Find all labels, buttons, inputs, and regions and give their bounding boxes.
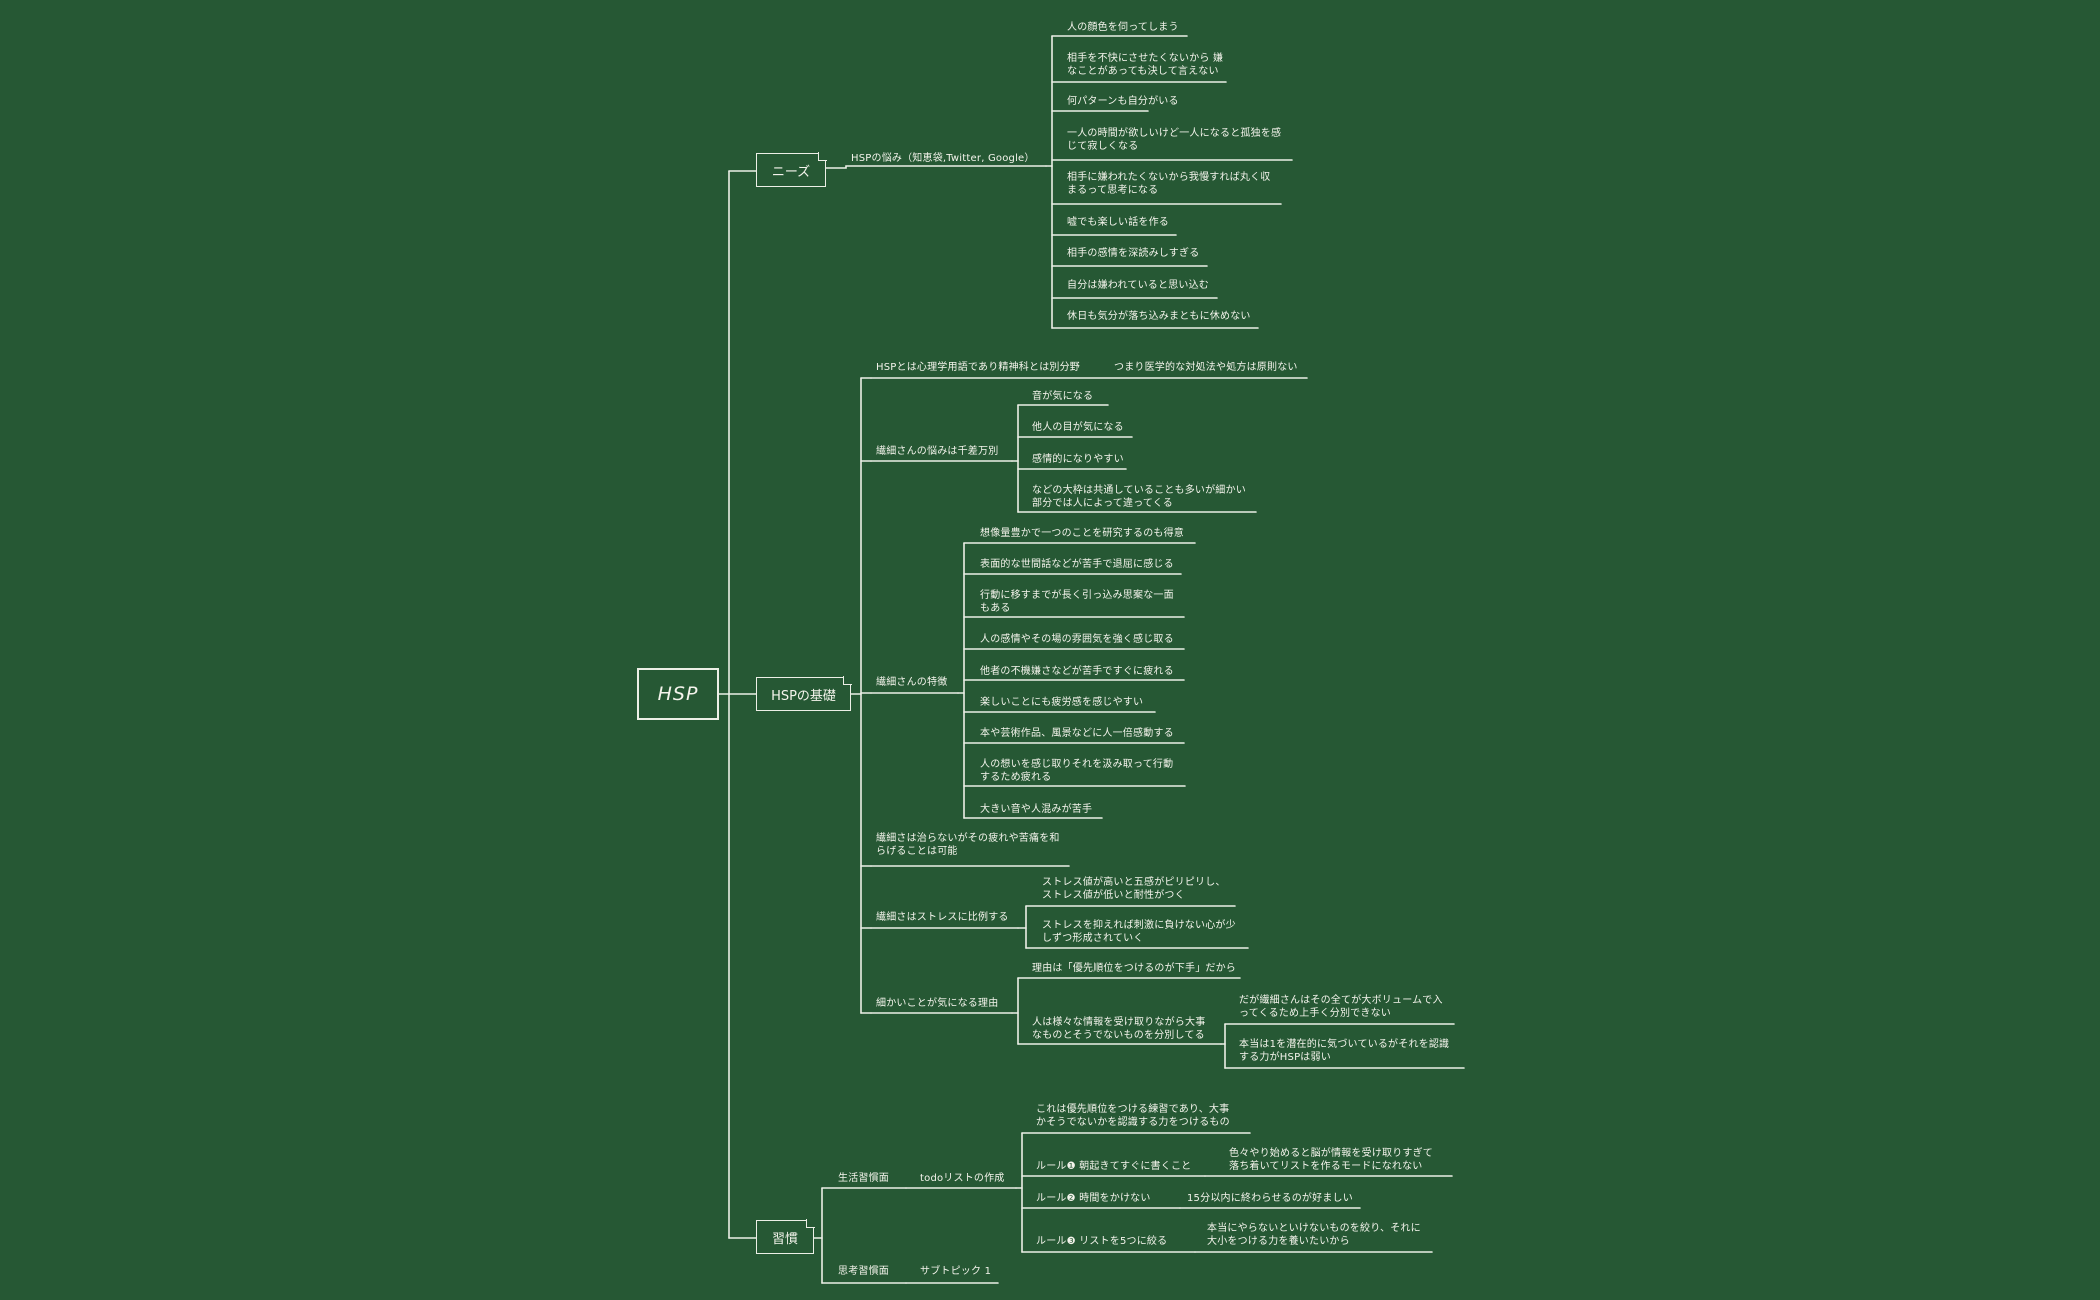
- basics-b2-item-3[interactable]: 感情的になりやすい: [1032, 454, 1124, 465]
- habits-rule-2-note[interactable]: 15分以内に終わらせるのが好ましい: [1187, 1193, 1353, 1204]
- habits-subtopic[interactable]: サブトピック 1: [920, 1266, 992, 1277]
- root-node[interactable]: HSP: [637, 668, 719, 720]
- basics-b1[interactable]: HSPとは心理学用語であり精神科とは別分野: [876, 362, 1080, 373]
- basics-b2-item-2[interactable]: 他人の目が気になる: [1032, 422, 1124, 433]
- basics-b6-item-1[interactable]: 理由は「優先順位をつけるのが下手」だから: [1032, 963, 1236, 974]
- basics-b6-item-2[interactable]: 人は様々な情報を受け取りながら大事 なものとそうでないものを分別してる: [1032, 1017, 1206, 1041]
- needs-branch-underline: [825, 165, 1047, 169]
- basics-b5[interactable]: 繊細さはストレスに比例する: [876, 912, 1009, 923]
- basics-b3-item-2[interactable]: 表面的な世間話などが苦手で退屈に感じる: [980, 559, 1174, 570]
- needs-item-5[interactable]: 相手に嫌われたくないから我慢すれば丸く収 まるって思考になる: [1067, 172, 1271, 196]
- basics-b5-item-1[interactable]: ストレス値が高いと五感がピリピリし、 ストレス値が低いと耐性がつく: [1042, 877, 1226, 901]
- habits-todo-note[interactable]: これは優先順位をつける練習であり、大事 かそうでないかを認識する力をつけるもの: [1036, 1104, 1230, 1128]
- basics-b2-item-1[interactable]: 音が気になる: [1032, 391, 1094, 402]
- basics-b3[interactable]: 繊細さんの特徴: [876, 677, 948, 688]
- habits-rule-2[interactable]: ルール❷ 時間をかけない: [1036, 1193, 1151, 1204]
- basics-b2-item-4[interactable]: などの大枠は共通していることも多いが細かい 部分では人によって違ってくる: [1032, 485, 1246, 509]
- needs-item-7[interactable]: 相手の感情を深読みしすぎる: [1067, 248, 1200, 259]
- habits-life[interactable]: 生活習慣面: [838, 1173, 889, 1184]
- habits-rule-1[interactable]: ルール❶ 朝起きてすぐに書くこと: [1036, 1161, 1192, 1172]
- topic-habits[interactable]: 習慣: [756, 1219, 815, 1254]
- needs-item-2[interactable]: 相手を不快にさせたくないから 嫌 なことがあっても決して言えない: [1067, 53, 1224, 77]
- topic-needs[interactable]: ニーズ: [756, 152, 827, 187]
- basics-b3-item-6[interactable]: 楽しいことにも疲労感を感じやすい: [980, 697, 1144, 708]
- basics-b3-item-7[interactable]: 本や芸術作品、風景などに人一倍感動する: [980, 728, 1174, 739]
- needs-item-3[interactable]: 何パターンも自分がいる: [1067, 96, 1179, 107]
- basics-b3-item-8[interactable]: 人の想いを感じ取りそれを汲み取って行動 するため疲れる: [980, 759, 1174, 783]
- basics-b6-sub-2[interactable]: 本当は1を潜在的に気づいているがそれを認識 する力がHSPは弱い: [1239, 1039, 1450, 1063]
- basics-b3-item-1[interactable]: 想像量豊かで一つのことを研究するのも得意: [980, 528, 1184, 539]
- topic-basics[interactable]: HSPの基礎: [756, 676, 852, 711]
- basics-b6-sub-1[interactable]: だが繊細さんはその全てが大ボリュームで入 ってくるため上手く分別できない: [1239, 995, 1443, 1019]
- basics-b3-item-5[interactable]: 他者の不機嫌さなどが苦手ですぐに疲れる: [980, 666, 1174, 677]
- basics-b3-item-4[interactable]: 人の感情やその場の雰囲気を強く感じ取る: [980, 634, 1174, 645]
- basics-b3-item-3[interactable]: 行動に移すまでが長く引っ込み思案な一面 もある: [980, 590, 1174, 614]
- habits-todo[interactable]: todoリストの作成: [920, 1173, 1005, 1184]
- needs-item-6[interactable]: 嘘でも楽しい話を作る: [1067, 217, 1169, 228]
- habits-rule-1-note[interactable]: 色々やり始めると脳が情報を受け取りすぎて 落ち着いてリストを作るモードになれない: [1229, 1148, 1433, 1172]
- basics-b5-item-2[interactable]: ストレスを抑えれば刺激に負けない心が少 しずつ形成されていく: [1042, 920, 1236, 944]
- habits-rule-3-note[interactable]: 本当にやらないといけないものを絞り、それに 大小をつける力を養いたいから: [1207, 1223, 1421, 1247]
- needs-branch-label[interactable]: HSPの悩み（知恵袋,Twitter, Google）: [851, 153, 1035, 164]
- basics-b2[interactable]: 繊細さんの悩みは千差万別: [876, 446, 999, 457]
- needs-item-9[interactable]: 休日も気分が落ち込みまともに休めない: [1067, 311, 1251, 322]
- basics-b4[interactable]: 繊細さは治らないがその疲れや苦痛を和 らげることは可能: [876, 833, 1060, 857]
- habits-rule-3[interactable]: ルール❸ リストを5つに絞る: [1036, 1236, 1168, 1247]
- basics-b3-item-9[interactable]: 大きい音や人混みが苦手: [980, 804, 1093, 815]
- needs-item-1[interactable]: 人の顔色を伺ってしまう: [1067, 22, 1179, 33]
- basics-b6[interactable]: 細かいことが気になる理由: [876, 998, 999, 1009]
- needs-item-8[interactable]: 自分は嫌われていると思い込む: [1067, 280, 1209, 291]
- habits-thinking[interactable]: 思考習慣面: [838, 1266, 889, 1277]
- needs-item-4[interactable]: 一人の時間が欲しいけど一人になると孤独を感 じて寂しくなる: [1067, 128, 1282, 152]
- basics-b1-child[interactable]: つまり医学的な対処法や処方は原則ない: [1114, 362, 1298, 373]
